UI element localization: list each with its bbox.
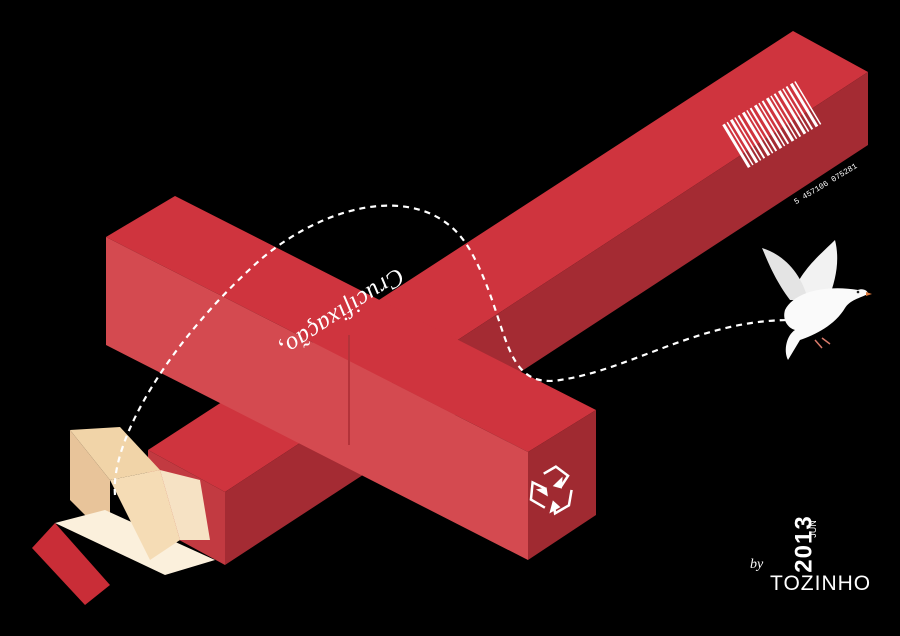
cross-beam-arm [106, 196, 596, 560]
dove-icon [762, 240, 872, 360]
signature-by: by [750, 557, 764, 572]
barcode-icon [722, 81, 822, 168]
dashed-flight-path [113, 204, 791, 496]
signature-month: JUN [807, 520, 818, 538]
signature-name: TOZINHO [770, 572, 872, 595]
open-box [32, 427, 215, 605]
recycle-icon [529, 465, 573, 516]
